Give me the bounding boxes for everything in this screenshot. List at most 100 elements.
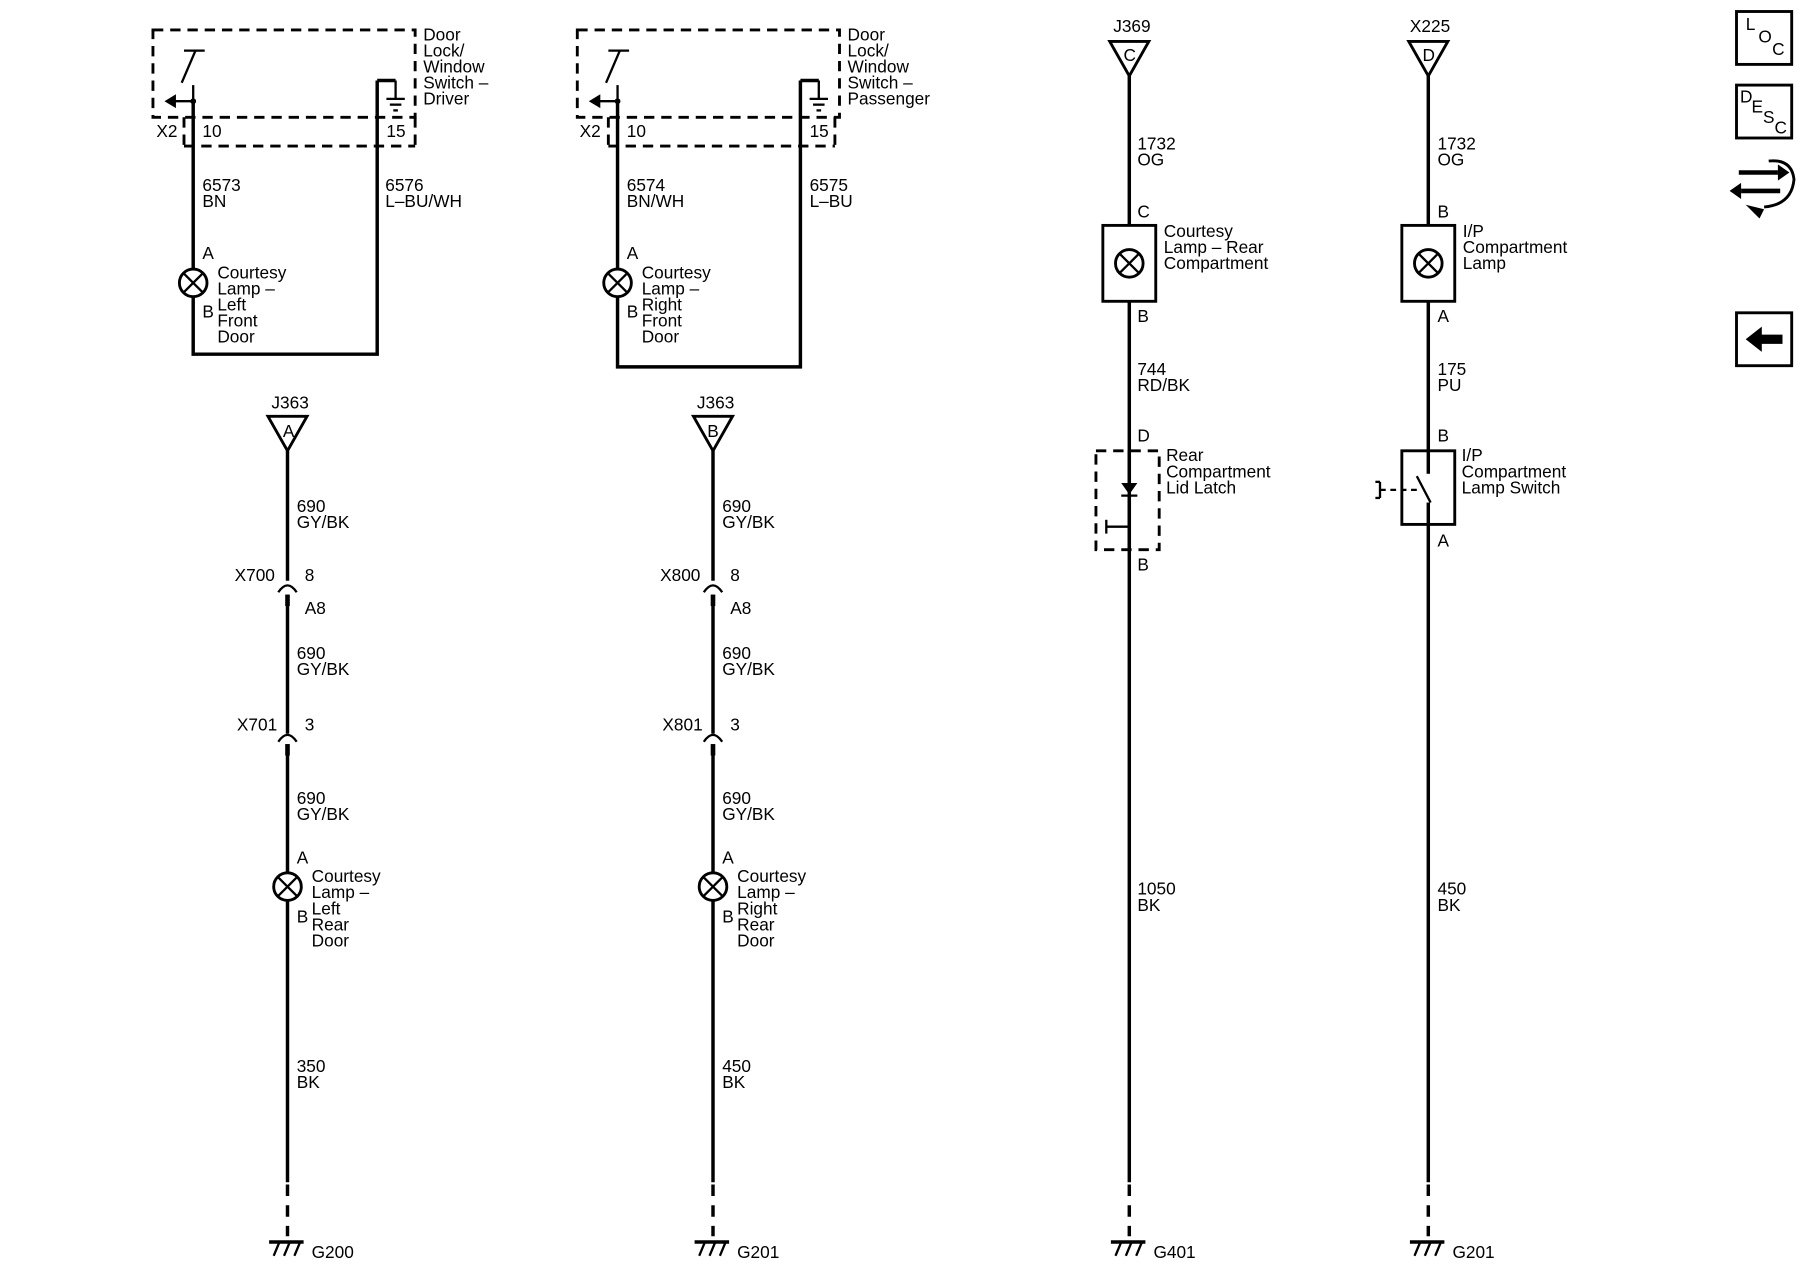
wire-loop-driver [191, 80, 379, 356]
pin-label: B [1438, 201, 1450, 221]
lamp-right-rear-door [697, 871, 729, 902]
rear-lid-latch [1094, 449, 1161, 552]
ground-g401: G401 [1110, 1240, 1196, 1262]
svg-text:C: C [1774, 117, 1786, 137]
svg-text:S: S [1763, 107, 1775, 127]
pin-label: B [1438, 426, 1450, 446]
pin-label: D [1137, 426, 1149, 446]
component-label: Courtesy Lamp – Rear Compartment [1164, 221, 1269, 273]
connector-label: X800 [660, 565, 700, 585]
ground-g201-ip: G201 [1409, 1240, 1495, 1262]
pin-label: 10 [202, 121, 221, 141]
svg-text:L: L [1746, 14, 1756, 34]
wire-label: 6575 L–BU [810, 175, 853, 211]
pin-label: C [1137, 201, 1149, 221]
wire-label: 350 BK [297, 1056, 331, 1092]
connector-label: X801 [662, 714, 702, 734]
pin-label: A [202, 243, 214, 263]
connector-label: X2 [580, 121, 601, 141]
pin-label: A8 [730, 598, 751, 618]
component-label: Courtesy Lamp – Left Front Door [217, 262, 291, 346]
wire-label: 690 GY/BK [297, 788, 350, 824]
svg-text:J363: J363 [271, 392, 308, 412]
pin-label: 15 [810, 121, 829, 141]
svg-text:A: A [283, 421, 295, 441]
pin-label: 8 [305, 565, 315, 585]
pin-label: A [1438, 530, 1450, 550]
pin-label: 3 [305, 714, 315, 734]
splice-j363-b: J363 B [690, 392, 736, 454]
wire-label: 1732 OG [1438, 134, 1481, 170]
wire-label: 175 PU [1438, 359, 1472, 395]
svg-text:G201: G201 [737, 1242, 779, 1262]
pin-label: B [202, 301, 214, 321]
component-label: Rear Compartment Lid Latch [1166, 445, 1275, 497]
svg-text:G201: G201 [1452, 1242, 1494, 1262]
connector-x701 [277, 733, 298, 743]
svg-text:O: O [1758, 27, 1771, 47]
wire-label: 6576 L–BU/WH [385, 175, 462, 211]
lamp-left-front-door [177, 267, 209, 299]
svg-text:D: D [1423, 45, 1435, 65]
lamp-ip-compartment [1400, 223, 1457, 303]
lamp-rear-compartment [1101, 223, 1158, 303]
wire-label: 690 GY/BK [722, 643, 775, 679]
svg-text:C: C [1772, 39, 1784, 59]
wire-label: 6573 BN [202, 175, 245, 211]
pin-label: A [627, 243, 639, 263]
component-label: Door Lock/ Window Switch – Driver [423, 24, 493, 108]
connector-x800 [702, 584, 724, 593]
svg-text:X225: X225 [1410, 16, 1450, 36]
component-label: Door Lock/ Window Switch – Passenger [848, 24, 931, 108]
ground-g201: G201 [694, 1240, 779, 1262]
pin-label: 10 [627, 121, 646, 141]
pin-label: A [297, 848, 309, 868]
connector-label: X701 [237, 714, 277, 734]
svg-text:J369: J369 [1113, 16, 1150, 36]
ip-lamp-switch [1375, 449, 1457, 526]
back-button[interactable] [1735, 311, 1794, 368]
wire-label: 690 GY/BK [722, 788, 775, 824]
back-arrow-icon [1745, 326, 1783, 352]
pin-label: 8 [730, 565, 740, 585]
wire-label: 1050 BK [1137, 879, 1180, 915]
ground-g200: G200 [269, 1240, 354, 1262]
wire-label: 744 RD/BK [1137, 359, 1190, 395]
wire-label: 450 BK [1438, 879, 1472, 915]
pin-label: 3 [730, 714, 740, 734]
wire-label: 450 BK [722, 1056, 756, 1092]
splice-j363-a: J363 A [265, 392, 310, 454]
component-label: Courtesy Lamp – Right Rear Door [737, 866, 811, 950]
wire-label: 690 GY/BK [297, 496, 350, 532]
svg-text:G200: G200 [312, 1242, 354, 1262]
pin-label: A [722, 848, 734, 868]
desc-button[interactable]: D E S C [1735, 83, 1794, 140]
wire-label: 6574 BN/WH [627, 175, 685, 211]
svg-text:J363: J363 [697, 392, 734, 412]
connector-tool-icon[interactable] [1729, 159, 1796, 219]
svg-text:B: B [707, 421, 719, 441]
component-label: Courtesy Lamp – Left Rear Door [312, 866, 386, 950]
connector-x700 [277, 584, 298, 593]
wire-label: 690 GY/BK [722, 496, 775, 532]
pin-label: B [1137, 554, 1149, 574]
wire-loop-passenger [615, 80, 803, 369]
svg-text:C: C [1124, 45, 1136, 65]
pin-label: B [627, 301, 639, 321]
svg-text:E: E [1751, 97, 1763, 117]
component-label: I/P Compartment Lamp Switch [1462, 445, 1571, 497]
component-label: I/P Compartment Lamp [1463, 221, 1572, 273]
pin-label: 15 [386, 121, 405, 141]
splice-x225: X225 D [1406, 16, 1451, 79]
pin-label: A8 [305, 598, 326, 618]
loc-button[interactable]: L O C [1735, 10, 1794, 66]
svg-text:D: D [1740, 86, 1752, 106]
connector-x801 [702, 733, 724, 743]
door-switch-driver: Door Lock/ Window Switch – Driver X2 10 … [151, 24, 493, 148]
pin-label: B [297, 906, 309, 926]
lamp-left-rear-door [272, 871, 303, 902]
svg-text:G401: G401 [1153, 1242, 1195, 1262]
connector-label: X700 [235, 565, 275, 585]
door-switch-passenger: Door Lock/ Window Switch – Passenger X2 … [575, 24, 931, 148]
